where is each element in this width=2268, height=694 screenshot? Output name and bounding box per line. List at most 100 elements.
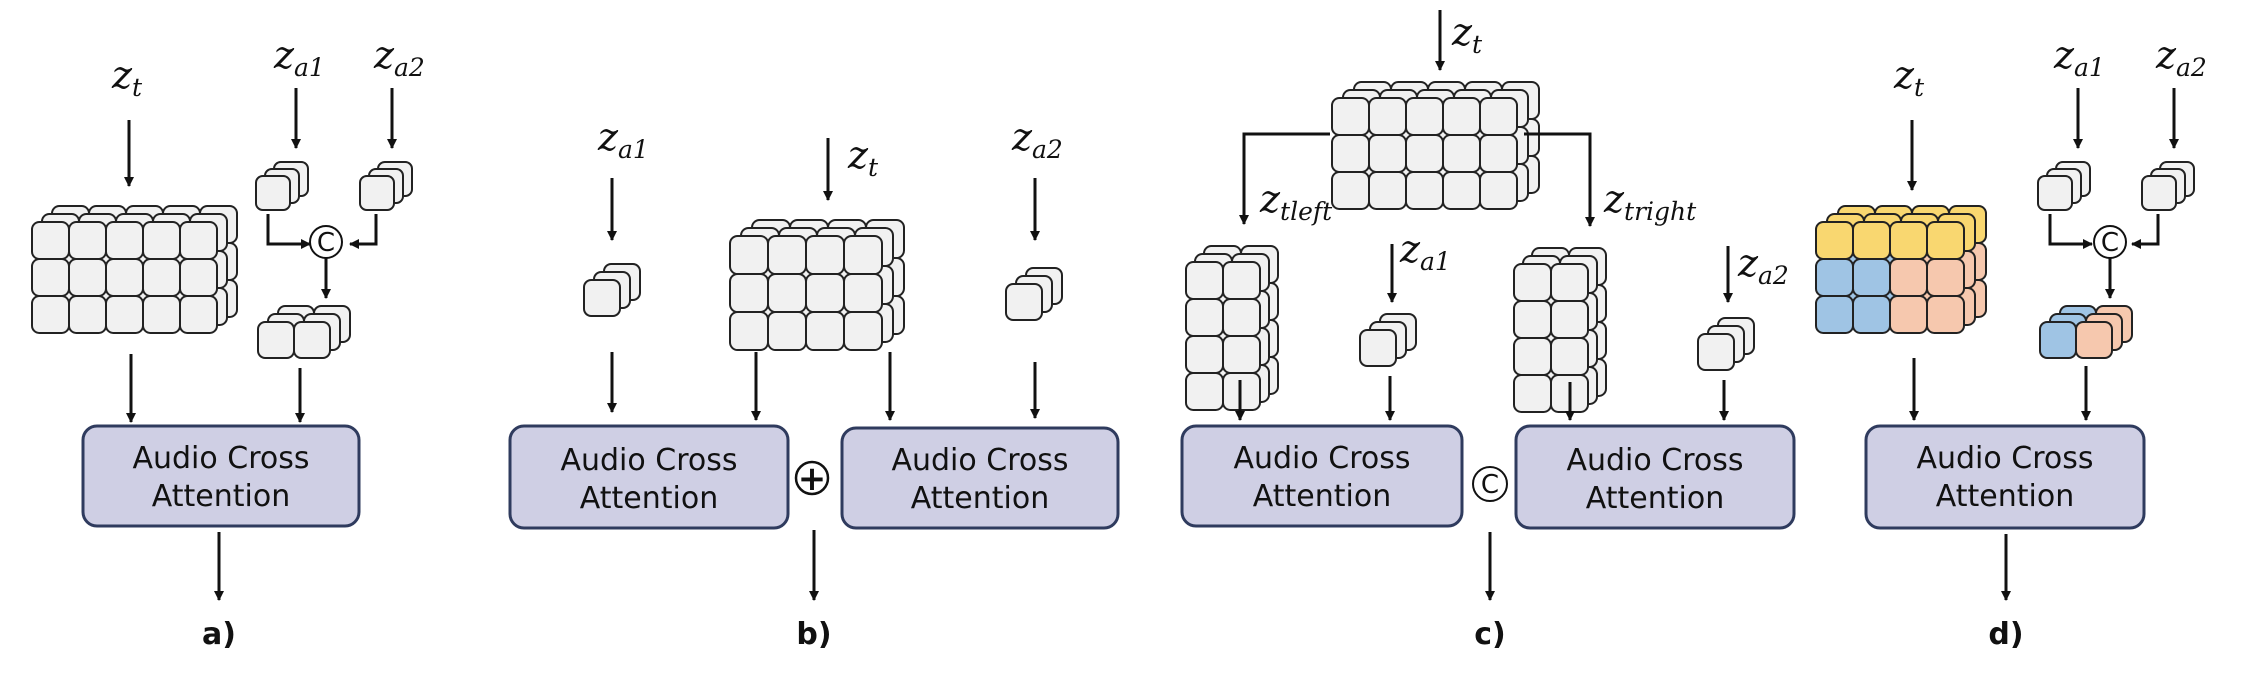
tensor-cell [1442, 97, 1481, 136]
tensor-cell [1852, 258, 1891, 297]
tensor-cell [257, 321, 295, 359]
audio-token-a1-a [255, 161, 309, 211]
tensor-cell [1479, 134, 1518, 173]
tensor-cell [1815, 221, 1854, 260]
tensor-cell [1889, 221, 1928, 260]
tensor-cell [142, 258, 181, 297]
block-label-line1: Audio Cross [1233, 441, 1410, 476]
tensor-cell [1331, 97, 1370, 136]
tensor-cell [1479, 171, 1518, 210]
tensor-cell [1368, 97, 1407, 136]
latent-cube-b [729, 219, 905, 351]
tensor-cell [805, 311, 845, 351]
audio-token-a2-c [1697, 317, 1755, 371]
tensor-cell [1222, 335, 1261, 374]
tensor-cell [1513, 374, 1552, 413]
tensor-cell [68, 295, 107, 334]
tensor-cell [1513, 300, 1552, 339]
tensor-cell [843, 273, 883, 313]
audio-token-a2-a [359, 161, 413, 211]
block-label-line1: Audio Cross [891, 443, 1068, 478]
latent-half-right [1513, 247, 1607, 413]
block-label-line1: Audio Cross [132, 441, 309, 476]
latent-half-left [1185, 245, 1279, 411]
panel-label-b: b) [796, 617, 831, 652]
tensor-cell [179, 258, 218, 297]
tensor-cell [179, 221, 218, 260]
tensor-cell [105, 295, 144, 334]
tensor-cell [2039, 321, 2077, 359]
tensor-cell [1331, 134, 1370, 173]
audio-cross-attention-block-left [1180, 424, 1464, 528]
audio-token-a1-b [583, 263, 641, 317]
tensor-cell [1185, 372, 1224, 411]
zt-label-d: zt [1893, 53, 1925, 102]
tensor-cell [1222, 261, 1261, 300]
tensor-cell [105, 258, 144, 297]
arrow [266, 214, 311, 249]
tensor-cell [68, 221, 107, 260]
tensor-cell [1697, 333, 1735, 371]
tensor-cell [142, 295, 181, 334]
tensor-cell [1005, 283, 1043, 321]
block-label-line1: Audio Cross [1566, 443, 1743, 478]
za2-label-b: za2 [1011, 115, 1063, 164]
tensor-cell [805, 235, 845, 275]
tensor-cell [1815, 295, 1854, 334]
panel-label-a: a) [202, 617, 236, 652]
concat-audio-token-a [257, 305, 351, 359]
tensor-cell [1926, 258, 1965, 297]
zt-label-a: zt [111, 53, 143, 102]
tensor-cell [1442, 171, 1481, 210]
tensor-cell [1405, 97, 1444, 136]
panel-c: zt ztleft ztright za1 za2 Audio Cross At… [1180, 10, 1796, 652]
audio-cross-attention-block-right [840, 426, 1120, 530]
audio-token-a1-c [1359, 313, 1417, 367]
tensor-cell [359, 175, 395, 211]
concat-operator [1472, 466, 1508, 502]
panel-b: za1 zt za2 Audio Cross Attention + Audio… [508, 115, 1120, 652]
tensor-cell [255, 175, 291, 211]
za2-label-a: za2 [373, 33, 425, 82]
tensor-cell [142, 221, 181, 260]
tensor-cell [1815, 258, 1854, 297]
tensor-cell [1926, 295, 1965, 334]
audio-cross-attention-block-left [508, 424, 790, 530]
tensor-cell [1405, 134, 1444, 173]
arrow [2048, 214, 2093, 249]
tensor-cell [1852, 221, 1891, 260]
block-label-line2: Attention [1936, 479, 2074, 514]
block-label-line2: Attention [911, 481, 1049, 516]
concat-audio-token-colored [2039, 305, 2133, 359]
concat-symbol: C [317, 228, 335, 258]
tensor-cell [1185, 261, 1224, 300]
zt-label-c: zt [1451, 10, 1483, 59]
tensor-cell [1550, 337, 1589, 376]
concat-symbol: C [1481, 470, 1499, 500]
tensor-cell [805, 273, 845, 313]
zt-label-b: zt [847, 133, 879, 182]
block-label-line1: Audio Cross [560, 443, 737, 478]
block-label-line2: Attention [1586, 481, 1724, 516]
tensor-cell [2141, 175, 2177, 211]
za1-label-b: za1 [597, 115, 649, 164]
latent-cube-colored [1815, 205, 1987, 334]
tensor-cell [1550, 263, 1589, 302]
tensor-cell [68, 258, 107, 297]
tensor-cell [767, 273, 807, 313]
tensor-cell [1513, 337, 1552, 376]
concat-symbol: C [2101, 228, 2119, 258]
tensor-cell [105, 221, 144, 260]
arrow [1239, 132, 1330, 225]
tensor-cell [1185, 298, 1224, 337]
latent-cube-a [31, 205, 238, 334]
tensor-cell [767, 235, 807, 275]
tensor-cell [729, 273, 769, 313]
arrow [1524, 132, 1595, 227]
audio-token-a1-d [2037, 161, 2091, 211]
tensor-cell [1331, 171, 1370, 210]
tensor-cell [1852, 295, 1891, 334]
latent-cube-c [1331, 81, 1540, 210]
arrow [2131, 214, 2160, 249]
tensor-cell [1889, 295, 1928, 334]
